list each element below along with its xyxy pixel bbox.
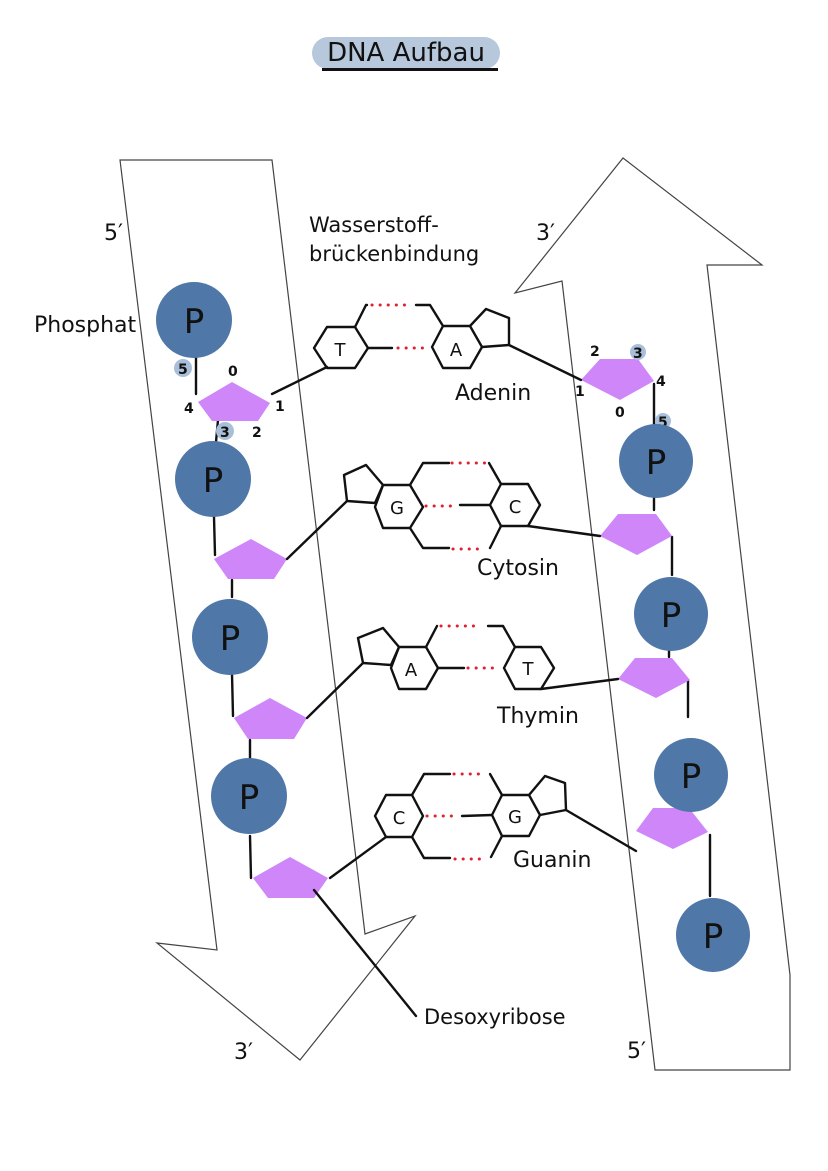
phosphate-right-1: P	[619, 424, 693, 498]
desoxyribose-left-2	[214, 539, 287, 579]
left-strand-5prime-label: 5′	[104, 221, 123, 246]
ring-bond	[489, 834, 504, 859]
base-label-thymin: Thymin	[496, 704, 579, 729]
carbon-number-5: 5	[658, 415, 668, 431]
base-letter: T	[522, 659, 535, 680]
carbon-number-2: 2	[590, 344, 600, 360]
ring-bond	[410, 835, 452, 860]
carbon-3-highlight	[216, 422, 234, 440]
glycosidic-bond	[507, 343, 583, 382]
carbon-number-3: 3	[633, 346, 643, 362]
phosphate-left-3: P	[192, 599, 268, 675]
backbone-bond	[230, 672, 235, 718]
carbon-number-0: 0	[615, 405, 625, 421]
ring-bond	[408, 526, 451, 550]
base-label-cytosin: Cytosin	[477, 556, 559, 581]
phosphate-symbol: P	[239, 778, 260, 818]
base-pair-T-A: T A Adenin	[270, 303, 583, 406]
base-letter: A	[450, 340, 463, 361]
phosphate-symbol: P	[681, 757, 702, 797]
phosphate-symbol: P	[661, 596, 682, 636]
phosphate-left-1: P	[156, 282, 232, 358]
right-strand-5prime-label: 5′	[627, 1039, 646, 1064]
phosphate-symbol: P	[646, 443, 667, 483]
base-letter: C	[393, 808, 406, 829]
desoxyribose-right-2	[600, 514, 672, 555]
base-pair-G-C: G C Cytosin	[285, 461, 602, 581]
base-letter: C	[509, 497, 522, 518]
ring-bond	[353, 303, 369, 329]
phosphate-symbol: P	[184, 302, 205, 342]
title-underline	[322, 68, 498, 71]
base-letter: G	[390, 498, 404, 519]
phosphate-left-4: P	[211, 758, 287, 834]
ring-bond	[414, 303, 445, 328]
left-strand-3prime-label: 3′	[234, 1040, 253, 1065]
glycosidic-bond	[564, 808, 638, 853]
ring-bond	[460, 813, 494, 818]
phosphat-label: Phosphat	[34, 313, 137, 338]
glycosidic-bond	[328, 835, 388, 880]
carbon-number-1: 1	[575, 384, 585, 400]
guanine-5ring	[527, 774, 568, 817]
carbon-number-5: 5	[178, 362, 188, 378]
phosphate-symbol: P	[703, 917, 724, 957]
hbond-label-line2: brückenbindung	[309, 242, 479, 266]
carbon-5-highlight	[174, 359, 192, 377]
hbond-label-line1: Wasserstoff-	[309, 213, 439, 237]
base-label-guanin: Guanin	[513, 848, 591, 873]
backbone-bond	[212, 515, 217, 557]
desoxyribose-label: Desoxyribose	[424, 1005, 566, 1029]
ring-bond	[488, 524, 503, 550]
phosphate-right-3: P	[654, 738, 728, 812]
carbon-number-2: 2	[252, 425, 262, 441]
base-label-adenin: Adenin	[455, 381, 531, 406]
phosphate-right-4: P	[676, 898, 750, 972]
carbon-number-4: 4	[184, 401, 194, 417]
ring-bond	[408, 461, 451, 487]
desoxyribose-right-1	[581, 359, 654, 400]
carbon-number-4: 4	[656, 374, 666, 390]
ring-bond	[488, 772, 504, 797]
glycosidic-bond	[305, 661, 365, 720]
glycosidic-bond	[270, 365, 329, 396]
base-letter: A	[405, 660, 418, 681]
page-title: DNA Aufbau	[327, 38, 485, 68]
base-letter: G	[508, 807, 522, 828]
desoxyribose-left-1	[198, 382, 270, 421]
desoxyribose-left-3	[234, 698, 307, 739]
glycosidic-bond	[526, 524, 602, 538]
glycosidic-bond	[285, 499, 349, 561]
desoxyribose-right-4	[636, 808, 708, 849]
left-strand-arrow	[119, 159, 417, 1061]
glycosidic-bond	[539, 677, 620, 691]
adenine-5ring	[356, 626, 401, 667]
phosphate-right-2: P	[634, 577, 708, 651]
ring-bond	[487, 461, 503, 486]
ring-bond	[424, 624, 439, 649]
base-letter: T	[334, 340, 347, 361]
phosphate-left-2: P	[175, 441, 251, 517]
desoxyribose-pointer	[312, 888, 418, 1018]
base-pair-C-G: C G Guanin	[328, 772, 638, 880]
base-pair-A-T: A T Thymin	[305, 624, 620, 729]
carbon-number-1: 1	[275, 399, 285, 415]
backbone-bond	[248, 834, 253, 880]
carbon-number-0: 0	[228, 364, 238, 380]
carbon-3-highlight	[630, 344, 646, 360]
desoxyribose-right-3	[618, 658, 690, 698]
ring-bond	[410, 772, 452, 797]
adenine-5ring	[468, 307, 511, 349]
right-strand-3prime-label: 3′	[536, 221, 555, 246]
desoxyribose-left-4	[253, 857, 328, 898]
phosphate-symbol: P	[203, 461, 224, 501]
carbon-number-3: 3	[220, 425, 230, 441]
title-highlight	[312, 37, 500, 69]
phosphate-symbol: P	[220, 619, 241, 659]
ring-bond	[486, 624, 517, 649]
guanine-5ring	[342, 463, 385, 505]
right-strand-arrow	[513, 157, 791, 1071]
